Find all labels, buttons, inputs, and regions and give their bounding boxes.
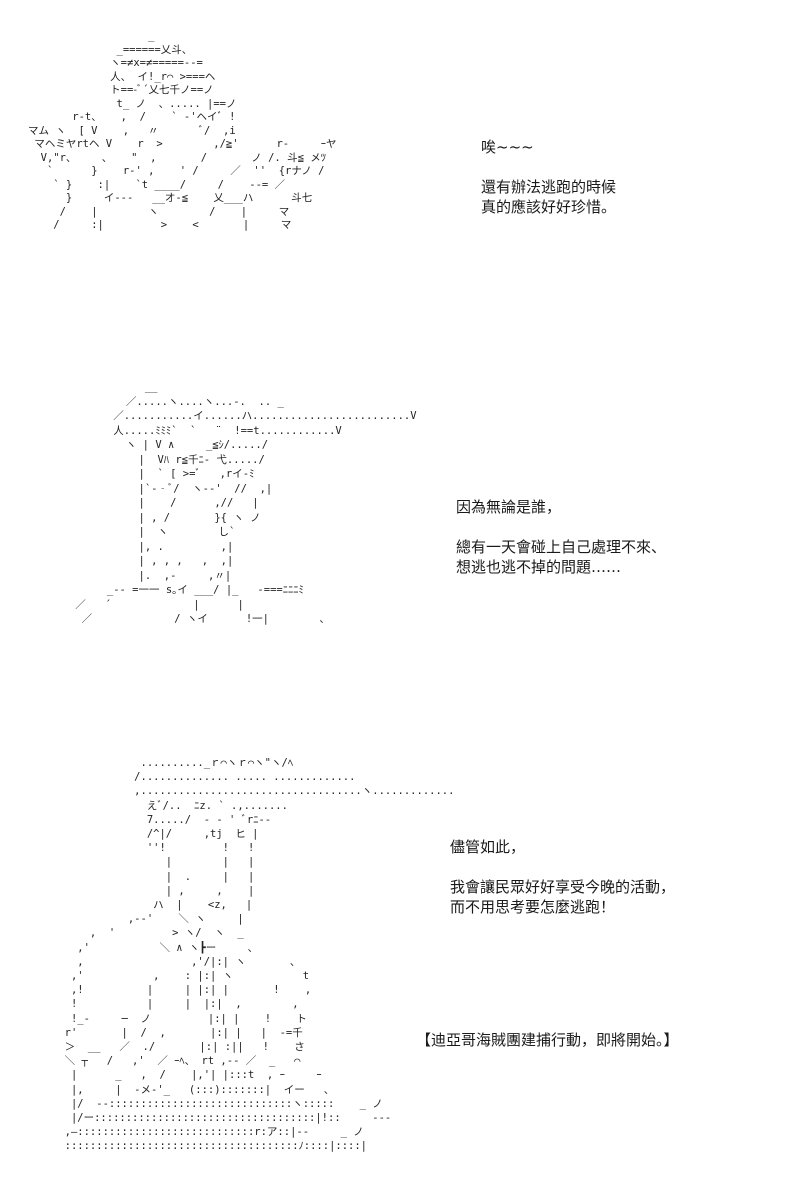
- dialogue-gap: [456, 517, 666, 537]
- dialogue-line: 唉~~~: [481, 138, 534, 156]
- panel-1: _ _======乂斗、 ヽ=≠x=≠=====--= 人、 イ!_r⌒ >==…: [0, 0, 800, 330]
- dialogue-panel-2: 因為無論是誰， 總有一天會碰上自己處理不來、 想逃也逃不掉的問題……: [456, 497, 666, 577]
- panel-3: .........._ｒ⌒ヽｒ⌒ヽ"ヽ/ﾍ /.............. ..…: [0, 740, 800, 1170]
- dialogue-line: 儘管如此，: [450, 838, 526, 856]
- narration-caption: 【迪亞哥海賊團建捕行動，即將開始。】: [416, 1031, 679, 1049]
- ascii-art-panel-2: __ ／.....ヽ....ヽ...-. .. _ ／...........イ.…: [75, 381, 417, 625]
- dialogue-gap: [450, 857, 675, 877]
- panel-2: __ ／.....ヽ....ヽ...-. .. _ ／...........イ.…: [0, 360, 800, 680]
- dialogue-line: 想逃也逃不掉的問題……: [456, 558, 622, 576]
- ascii-art-panel-3: .........._ｒ⌒ヽｒ⌒ヽ"ヽ/ﾍ /.............. ..…: [64, 757, 455, 1153]
- dialogue-panel-3: 儘管如此， 我會讓民眾好好享受今晚的活動， 而不用思考要怎麼逃跑！: [450, 837, 675, 917]
- dialogue-line: 真的應該好好珍惜。: [481, 198, 617, 216]
- ascii-art-panel-1: _ _======乂斗、 ヽ=≠x=≠=====--= 人、 イ!_r⌒ >==…: [28, 30, 337, 231]
- dialogue-gap: [481, 157, 616, 177]
- dialogue-line: 而不用思考要怎麼逃跑！: [450, 898, 616, 916]
- dialogue-line: 我會讓民眾好好享受今晚的活動，: [450, 878, 676, 896]
- dialogue-line: 因為無論是誰，: [456, 498, 562, 516]
- dialogue-line: 總有一天會碰上自己處理不來、: [456, 538, 667, 556]
- dialogue-panel-1: 唉~~~ 還有辦法逃跑的時候 真的應該好好珍惜。: [481, 137, 616, 217]
- dialogue-line: 還有辦法逃跑的時候: [481, 178, 617, 196]
